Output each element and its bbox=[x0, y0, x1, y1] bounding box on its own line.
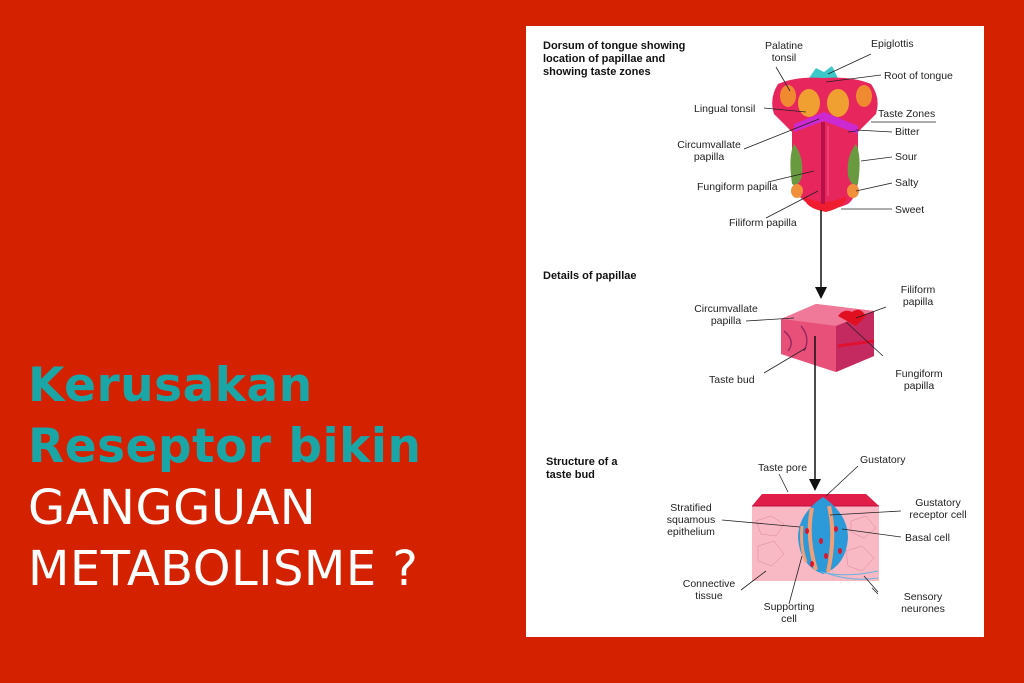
label-root-of-tongue: Root of tongue bbox=[884, 70, 953, 82]
label-taste-pore: Taste pore bbox=[758, 462, 808, 474]
section-title-papillae: Details of papillae bbox=[543, 270, 637, 282]
label-basal-cell: Basal cell bbox=[905, 532, 950, 544]
zone-sour: Sour bbox=[895, 151, 918, 163]
tongue-anatomy-diagram: Dorsum of tongue showing location of pap… bbox=[526, 26, 984, 637]
tongue-illustration bbox=[772, 66, 878, 212]
zone-bitter: Bitter bbox=[895, 126, 920, 138]
label-lingual-tonsil: Lingual tonsil bbox=[694, 103, 756, 115]
taste-zones-heading: Taste Zones bbox=[878, 108, 936, 120]
headline-line-1: Kerusakan bbox=[28, 358, 313, 413]
label-taste-bud: Taste bud bbox=[709, 374, 755, 386]
label-gustatory: Gustatory bbox=[860, 454, 906, 466]
zone-salty: Salty bbox=[895, 177, 919, 189]
label-papillae-circumvallate: Circumvallate papilla bbox=[694, 303, 758, 327]
label-papillae-filiform: Filiform papilla bbox=[900, 284, 936, 308]
headline-line-3: GANGGUAN bbox=[28, 480, 317, 536]
headline-line-4: METABOLISME ? bbox=[28, 541, 419, 597]
headline-line-2: Reseptor bikin bbox=[28, 419, 422, 474]
label-stratified-squamous-epithelium: Stratified squamous epithelium bbox=[666, 502, 716, 538]
section-title-dorsum: Dorsum of tongue showing location of pap… bbox=[543, 40, 686, 78]
label-connective-tissue: Connective tissue bbox=[682, 578, 736, 602]
label-epiglottis: Epiglottis bbox=[871, 38, 914, 50]
section-title-taste-bud: Structure of a taste bud bbox=[546, 456, 618, 481]
label-papillae-fungiform: Fungiform papilla bbox=[895, 368, 943, 392]
papillae-block-illustration bbox=[781, 304, 875, 372]
taste-bud-illustration bbox=[752, 494, 879, 581]
diagram-illustration bbox=[721, 53, 936, 605]
label-supporting-cell: Supporting cell bbox=[763, 601, 815, 625]
zone-sweet: Sweet bbox=[895, 204, 925, 216]
label-sensory-neurones: Sensory neurones bbox=[901, 591, 945, 615]
label-palatine-tonsil: Palatine tonsil bbox=[765, 40, 803, 64]
label-circumvallate-papilla: Circumvallate papilla bbox=[677, 139, 741, 163]
headline: Kerusakan Reseptor bikin GANGGUAN METABO… bbox=[28, 362, 518, 606]
label-gustatory-receptor-cell: Gustatory receptor cell bbox=[909, 497, 967, 521]
label-filiform-papilla: Filiform papilla bbox=[729, 217, 797, 229]
label-fungiform-papilla: Fungiform papilla bbox=[697, 181, 778, 193]
